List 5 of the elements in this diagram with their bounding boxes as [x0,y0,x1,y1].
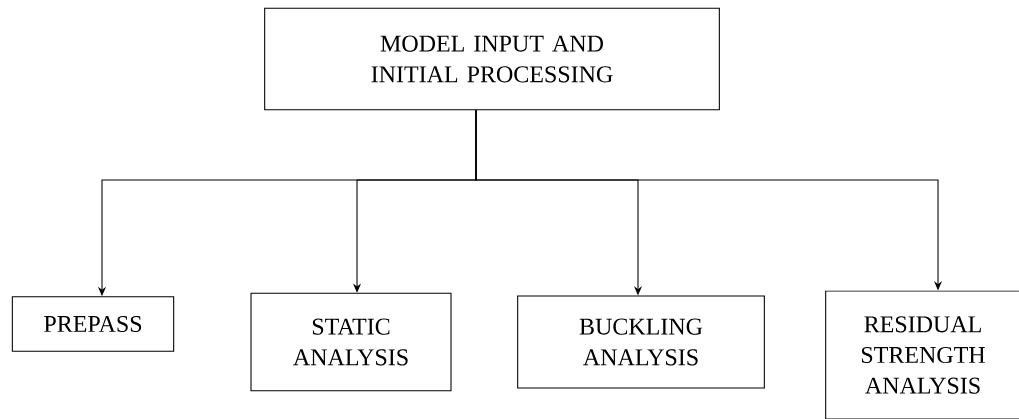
process-box: MODEL INPUT AND INITIAL PROCESSING [264,7,720,111]
process-box: BUCKLING ANALYSIS [517,295,765,389]
process-box: STATIC ANALYSIS [250,292,452,392]
process-box: RESIDUAL STRENGTH ANALYSIS [825,290,1019,419]
process-box: PREPASS [11,296,175,352]
